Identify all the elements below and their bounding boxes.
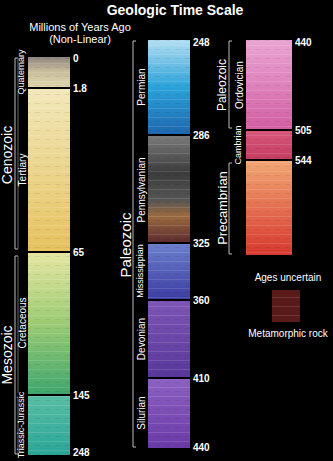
chart-title: Geologic Time Scale (107, 3, 244, 18)
period-name: Quaternary (17, 49, 27, 94)
period-name: Cretaceous (17, 297, 28, 348)
era-name: Cenozoic (0, 126, 15, 184)
age-number: 286 (193, 130, 210, 141)
age-number: 248 (73, 447, 90, 458)
era-name: Mesozoic (0, 325, 15, 384)
legend-text: Metamorphic rock (248, 328, 327, 339)
age-number: 440 (295, 37, 312, 48)
period-name: Devonian (136, 318, 147, 360)
period-name: Permian (136, 68, 147, 105)
period-name: Tertiary (17, 154, 28, 187)
age-number: 410 (193, 373, 210, 384)
age-number: 145 (73, 390, 90, 401)
age-number: 544 (295, 155, 312, 166)
axis-note: Millions of Years Ago (Non-Linear) (28, 21, 132, 45)
period-name: Silurian (136, 396, 147, 429)
age-number: 248 (193, 37, 210, 48)
legend-swatch (272, 290, 300, 322)
age-number: 65 (73, 247, 84, 258)
age-number: 440 (193, 442, 210, 453)
age-number: 1.8 (73, 83, 87, 94)
period-name: Pennsylvanian (136, 157, 147, 222)
era-name: Paleozoic (118, 212, 135, 277)
period-name: Triassic-Jurassic (17, 392, 27, 459)
period-name: Ordovician (234, 61, 245, 109)
era-name: Paleozoic (216, 59, 229, 111)
age-number: 360 (193, 295, 210, 306)
period-name: Cambrian (234, 125, 244, 164)
era-name: Precambrian (216, 171, 230, 245)
age-number: 0 (73, 53, 79, 64)
age-number: 325 (193, 238, 210, 249)
note: Ages uncertain (255, 272, 322, 283)
age-number: 505 (295, 125, 312, 136)
period-name: Mississippian (136, 244, 146, 298)
